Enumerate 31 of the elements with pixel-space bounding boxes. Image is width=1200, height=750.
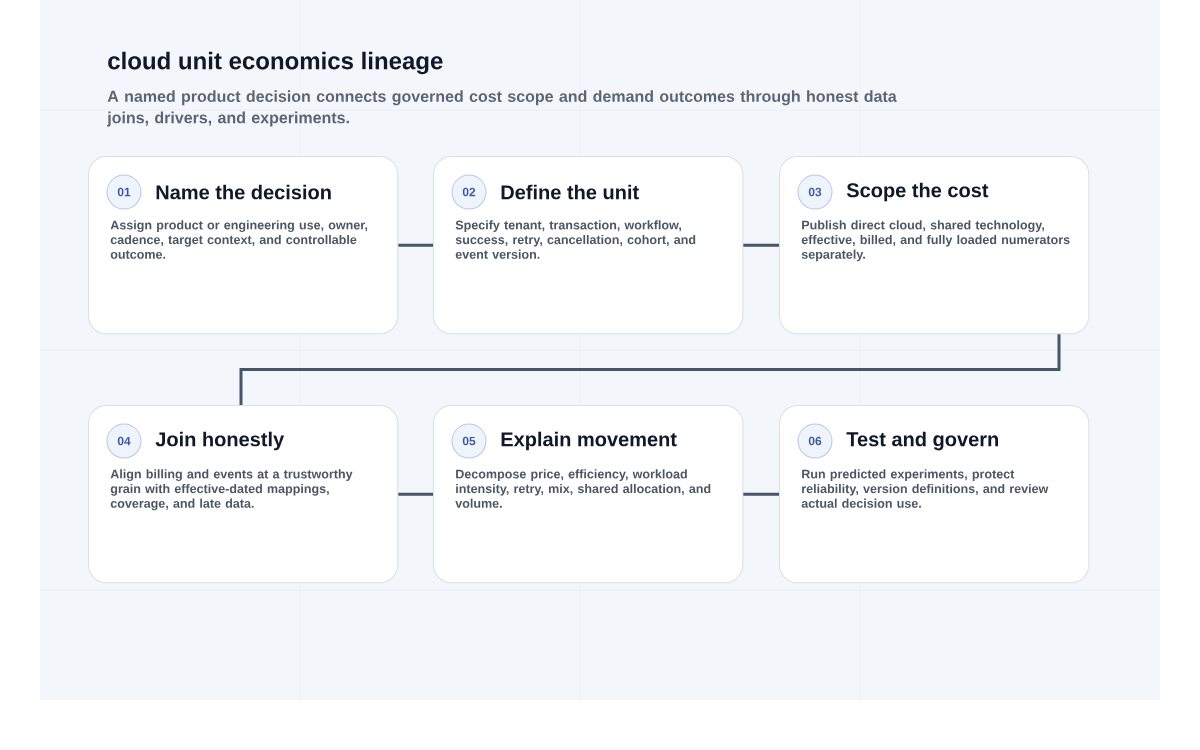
card-heading: Define the unit [501,184,639,200]
card-heading: Name the decision [156,184,331,200]
step-number-badge: 04 [106,423,142,459]
step-card [433,156,744,335]
card-description: Assign product or engineering use, owner, cadence, target context, and controllable outcome. [110,220,368,259]
step-number-badge: 02 [451,174,487,210]
step-number-badge: 03 [797,174,833,210]
step-card [88,156,399,335]
step-card [779,156,1090,335]
connector-line [398,243,433,247]
connector-line [743,243,779,247]
card-description: Align billing and events at a trustworthy grain with effective-dated mappings, coverage, and late data. [110,469,353,511]
connector-line [398,492,433,496]
connector-line [743,492,779,496]
step-number-badge: 01 [106,174,142,210]
card-heading: Explain movement [501,431,677,451]
subtitle: A named product decision connects governed cost scope and demand outcomes through honest data joins, drivers, and experiments. [107,90,897,127]
card-heading: Scope the cost [846,182,989,202]
card-description: Decompose price, efficiency, workload intensity, retry, mix, shared allocation, and volume. [455,469,711,508]
step-card [433,405,744,584]
connector-line [239,334,1061,405]
card-description: Specify tenant, transaction, workflow, success, retry, cancellation, cohort, and event version. [455,220,696,259]
step-number-badge: 05 [451,423,487,459]
card-description: Publish direct cloud, shared technology, effective, billed, and fully loaded numerators separately. [801,220,1070,262]
title: cloud unit economics lineage [108,51,443,75]
card-heading: Test and govern [846,431,998,451]
step-card [779,405,1090,584]
step-number-badge: 06 [797,423,833,459]
step-card [88,405,399,584]
card-heading: Join honestly [155,431,285,451]
card-description: Run predicted experiments, protect reliability, version definitions, and review actual decision use. [801,469,1049,508]
